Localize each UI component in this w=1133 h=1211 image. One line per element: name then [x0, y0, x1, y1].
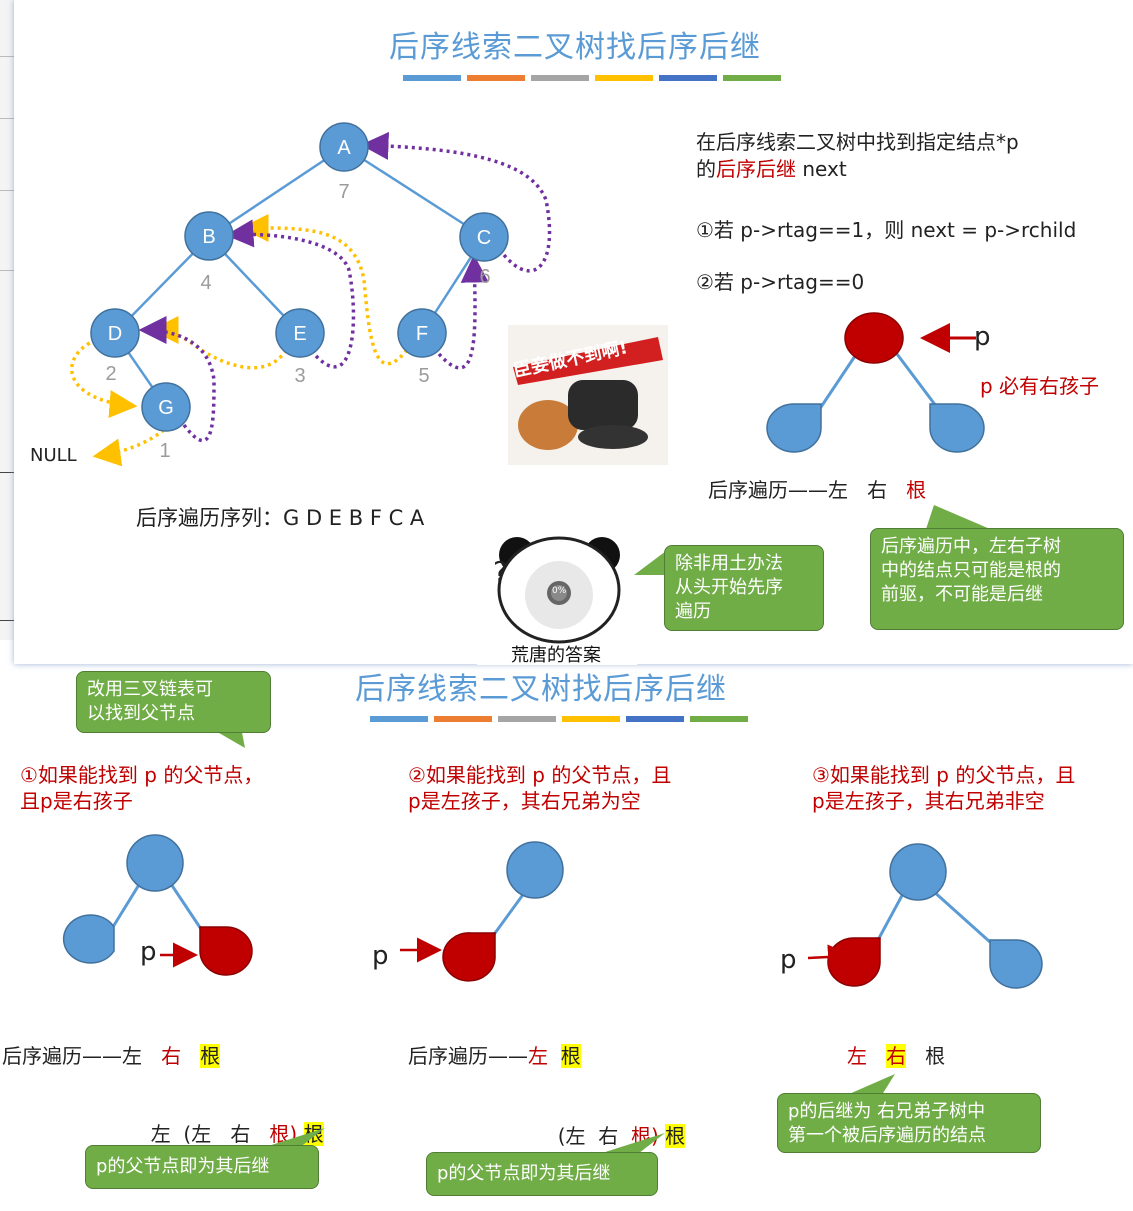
- meme-panda-question: ?: [493, 555, 508, 588]
- tree-node-b: [184, 211, 234, 261]
- meme-panda-caption: 荒唐的答案: [511, 645, 601, 666]
- bubble-naive-solution: 除非用土办法从头开始先序遍历: [664, 545, 824, 631]
- case1-tree: [62, 834, 253, 976]
- left-subtree-node: [766, 403, 822, 453]
- order-c: 6: [479, 266, 490, 288]
- threaded-tree-diagram: A B C D E F G 7 4 6 2 3 5 1: [70, 122, 552, 467]
- thread-e-b: [225, 219, 356, 369]
- right-subtree-node: [929, 403, 985, 453]
- small-tree-red-root: [766, 312, 985, 453]
- tree-node-e: [275, 308, 325, 358]
- bubble-subtree-predecessor: 后序遍历中，左右子树中的结点只可能是根的前驱，不可能是后继: [870, 528, 1124, 630]
- meme-panda-badge: 0%: [552, 586, 567, 596]
- tree-node-d: [90, 308, 140, 358]
- intro-line1: 在后序线索二叉树中找到指定结点*p: [696, 130, 1019, 154]
- meme-panda-image: ? 0% 荒唐的答案: [477, 525, 637, 666]
- tree-node-c: [459, 212, 509, 262]
- node-label-b: B: [202, 226, 215, 248]
- bottom-title-stripes: [370, 716, 754, 722]
- top-slide: 后序线索二叉树找后序后继: [14, 0, 1133, 666]
- node-label-e: E: [293, 323, 306, 345]
- order-d: 2: [105, 363, 116, 385]
- thread-g-d: [138, 316, 216, 443]
- thread-g-null: [92, 428, 166, 467]
- case1-p-label: p: [140, 937, 157, 967]
- bubble-case3-result: p的后继为 右兄弟子树中第一个被后序遍历的结点: [777, 1093, 1041, 1153]
- background-window-fragment: [0, 0, 15, 640]
- top-title: 后序线索二叉树找后序后继: [389, 30, 761, 65]
- p-node: [844, 312, 904, 364]
- case3-right-sibling-node: [989, 939, 1043, 989]
- case2-p-label: p: [372, 941, 389, 971]
- p-pointer-label: p: [974, 322, 991, 352]
- bubble-case1-result: p的父节点即为其后继: [85, 1145, 319, 1189]
- order-b: 4: [200, 272, 211, 294]
- bubble2-tail: [924, 505, 1004, 535]
- case3-p-node: [827, 937, 881, 987]
- case2-tree: [400, 841, 564, 982]
- node-label-g: G: [158, 397, 174, 419]
- tree-node-a: [319, 122, 369, 172]
- null-label: NULL: [30, 445, 77, 466]
- case1-traversal-rule: 后序遍历——左 右 根: [2, 1044, 221, 1068]
- node-label-d: D: [108, 323, 122, 345]
- top-title-stripes: [403, 75, 785, 81]
- rule2: ②若 p->rtag==0: [696, 270, 865, 294]
- p-has-right-child: p 必有右孩子: [980, 374, 1100, 398]
- case2-parent-node: [506, 841, 564, 899]
- bottom-title: 后序线索二叉树找后序后继: [355, 672, 727, 707]
- node-label-c: C: [477, 227, 491, 249]
- postorder-rule: 后序遍历——左 右 根: [708, 478, 927, 502]
- order-f: 5: [418, 365, 429, 387]
- rule1: ①若 p->rtag==1，则 next = p->rchild: [696, 218, 1077, 242]
- case2-traversal-expanded: (左 右 根) 根: [557, 1124, 686, 1148]
- order-g: 1: [159, 440, 170, 462]
- tree-node-f: [397, 308, 447, 358]
- order-e: 3: [294, 365, 305, 387]
- tree-nodes: [90, 122, 509, 432]
- case1-parent-node: [126, 834, 184, 892]
- case1-p-node: [199, 926, 253, 976]
- case3-p-label: p: [780, 945, 797, 975]
- case1-left-node: [62, 914, 115, 964]
- case3-parent-node: [889, 843, 947, 901]
- thread-f-c: [437, 254, 489, 370]
- intro-line2: 的后序后继 next: [696, 157, 847, 181]
- case3-tree: [807, 843, 1043, 989]
- bubble-case2-result: p的父节点即为其后继: [426, 1152, 658, 1196]
- node-label-f: F: [416, 323, 428, 345]
- case2-p-node: [442, 932, 496, 982]
- thread-c-a: [360, 131, 552, 273]
- case2-traversal-rule: 后序遍历——左 根: [408, 1044, 581, 1068]
- node-label-a: A: [337, 137, 351, 159]
- meme-kneeling-image: 臣妾做不到啊!: [508, 325, 668, 465]
- tree-node-g: [141, 382, 191, 432]
- case1-heading: ①如果能找到 p 的父节点，且p是右孩子: [20, 763, 264, 813]
- bubble-c3-tail: [840, 1074, 895, 1098]
- case3-traversal: 左 右 根: [847, 1044, 946, 1068]
- order-a: 7: [338, 181, 349, 203]
- thread-f-b: [240, 213, 409, 366]
- bubble-three-link-list: 改用三叉链表可以找到父节点: [76, 671, 271, 733]
- postorder-sequence: 后序遍历序列：G D E B F C A: [136, 506, 425, 530]
